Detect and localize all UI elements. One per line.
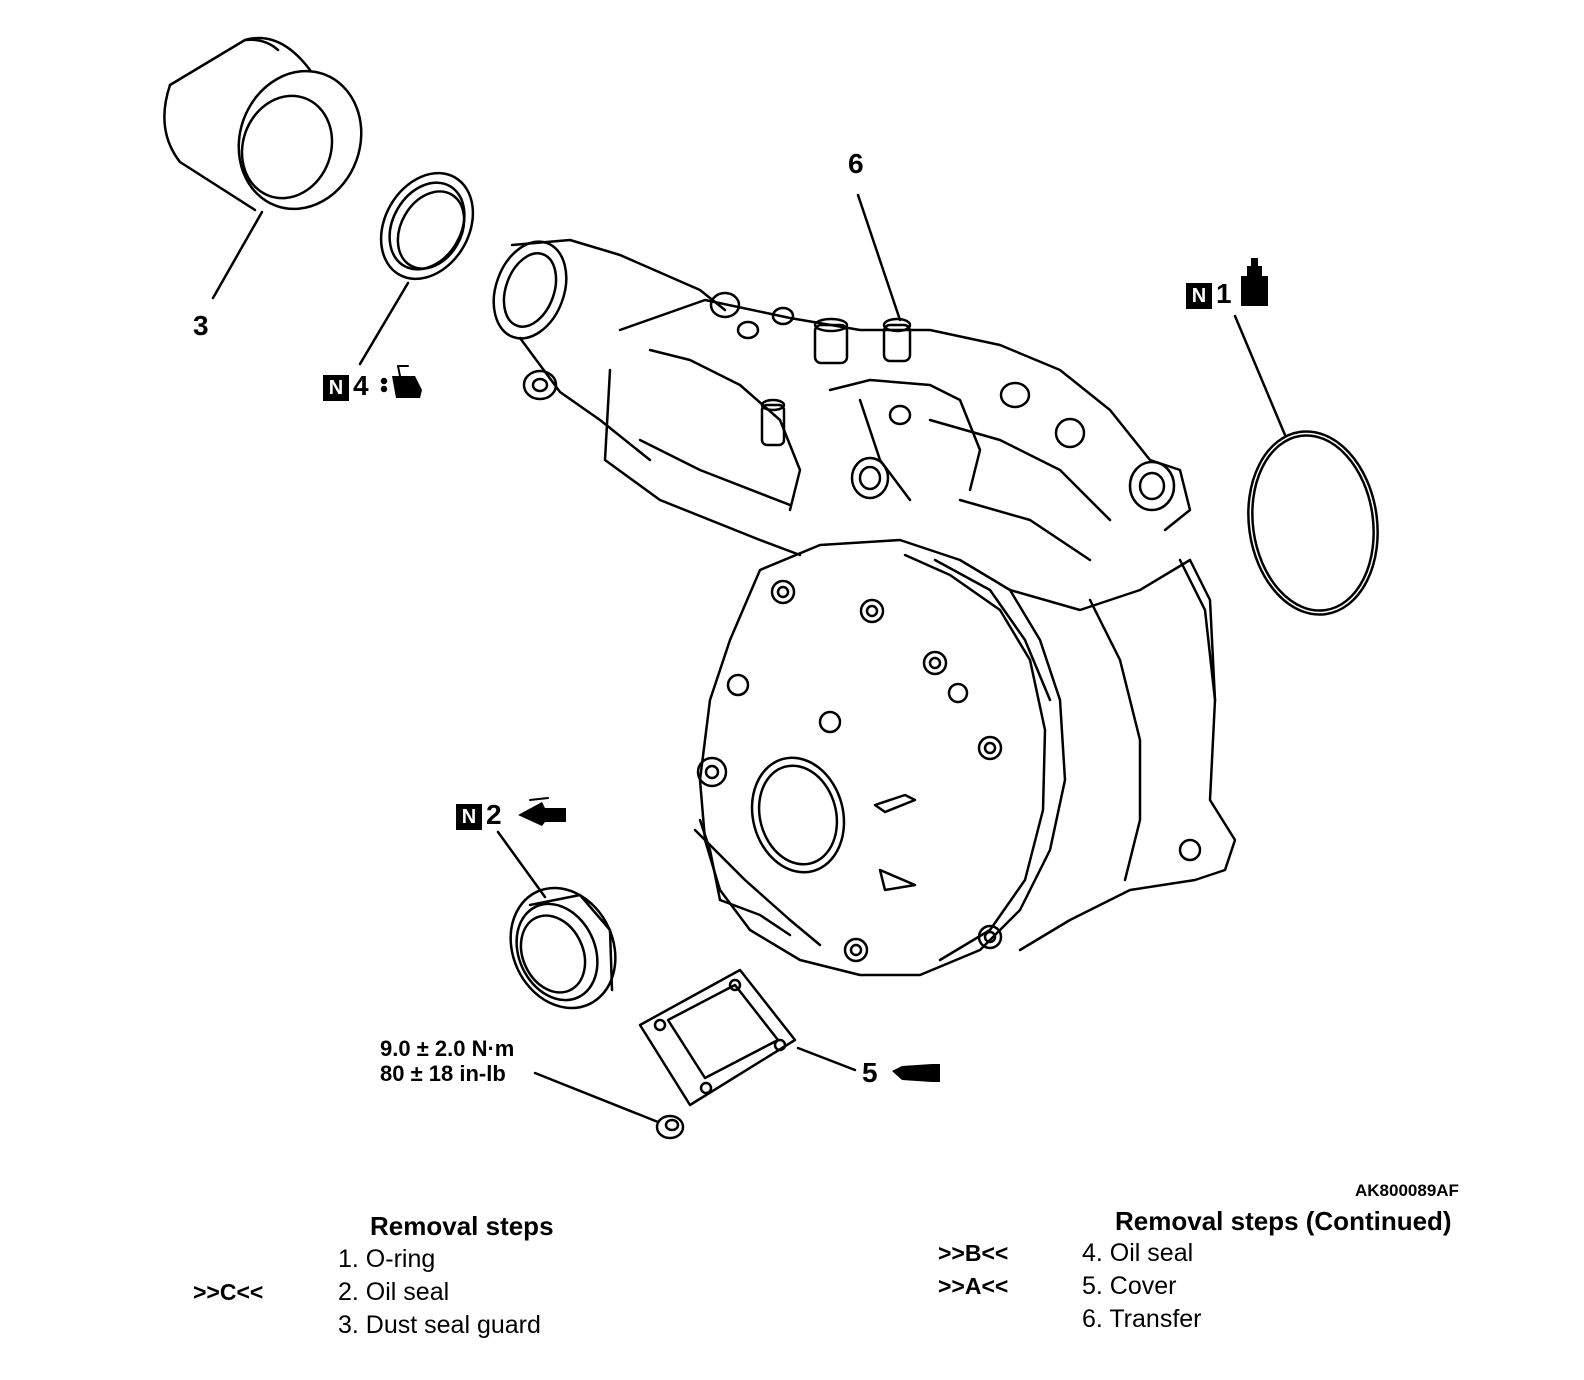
- leader-4: [358, 281, 410, 366]
- o-ring: [1247, 430, 1379, 616]
- grease-can-icon: [1241, 258, 1268, 306]
- step-3: 3. Dust seal guard: [338, 1311, 541, 1339]
- new-part-badge: N: [1186, 282, 1212, 309]
- figure-code: AK800089AF: [1355, 1181, 1459, 1200]
- oil-seal-small: [379, 171, 475, 281]
- callout-number: 3: [193, 310, 209, 341]
- step-2: 2. Oil seal: [338, 1278, 450, 1306]
- removal-steps-title: Removal steps: [370, 1211, 554, 1241]
- sealant-tube-icon: [518, 797, 566, 826]
- callout-3: 3: [193, 312, 209, 340]
- callout-number: 5: [862, 1057, 878, 1088]
- leader-2: [496, 830, 547, 899]
- oil-drop-icon: [892, 1064, 940, 1082]
- step-2-tag: >>C<<: [193, 1279, 264, 1305]
- cover: [638, 968, 797, 1107]
- leader-5: [796, 1046, 857, 1072]
- callout-number: 1: [1216, 278, 1232, 309]
- housing-bolts: [696, 579, 1202, 963]
- leader-3: [211, 210, 264, 300]
- new-part-badge: N: [456, 803, 482, 830]
- cover-bolt: [655, 1114, 685, 1140]
- leader-torque: [533, 1071, 660, 1124]
- dust-seal-guard: [163, 36, 363, 212]
- torque-imperial: 80 ± 18 in-lb: [380, 1061, 506, 1086]
- step-4: 4. Oil seal: [1082, 1239, 1194, 1267]
- transfer-case: [492, 238, 1237, 977]
- torque-spec: 9.0 ± 2.0 N·m 80 ± 18 in-lb: [380, 1036, 514, 1086]
- callout-number: 2: [486, 799, 502, 830]
- new-part-badge: N: [323, 374, 349, 401]
- torque-metric: 9.0 ± 2.0 N·m: [380, 1036, 515, 1061]
- step-5-tag: >>A<<: [938, 1273, 1009, 1299]
- step-4-tag: >>B<<: [938, 1240, 1009, 1266]
- callout-6: 6: [848, 150, 864, 178]
- callout-number: 4: [353, 370, 369, 401]
- removal-steps-continued-title: Removal steps (Continued): [1115, 1206, 1452, 1236]
- callout-5: 5: [862, 1059, 878, 1087]
- step-1: 1. O-ring: [338, 1245, 436, 1273]
- leader-1: [1233, 314, 1287, 437]
- leader-6: [856, 193, 902, 322]
- oil-seal-large: [509, 886, 617, 1010]
- step-6: 6. Transfer: [1082, 1305, 1202, 1333]
- callout-number: 6: [848, 148, 864, 179]
- oil-can-icon: [380, 365, 422, 398]
- step-5: 5. Cover: [1082, 1272, 1177, 1300]
